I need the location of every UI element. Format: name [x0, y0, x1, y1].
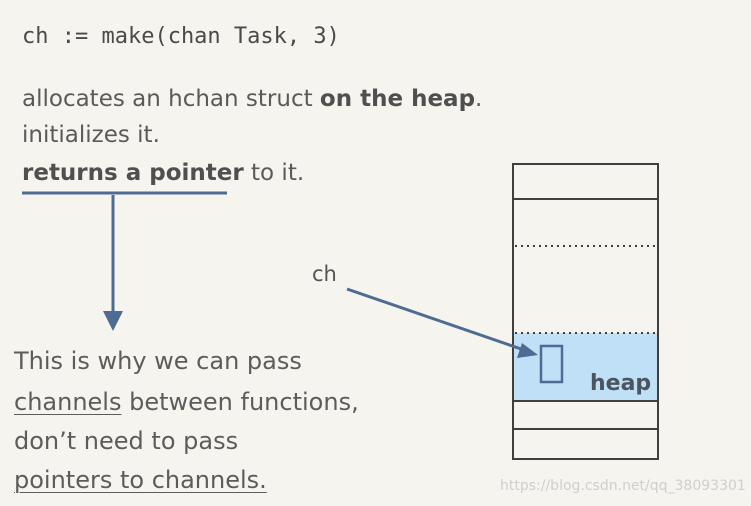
on-the-heap-text: on the heap	[319, 86, 476, 112]
explanation-line-3: don’t need to pass	[14, 427, 239, 455]
pointers-to-channels-text: pointers to channels.	[14, 466, 267, 494]
pointer-label: ch	[312, 262, 337, 286]
returns-a-pointer-text: returns a pointer	[22, 160, 244, 186]
heap-label: heap	[590, 371, 652, 396]
watermark: https://blog.csdn.net/qq_38093301	[500, 478, 746, 494]
period-text: .	[475, 86, 483, 112]
allocates-text: allocates an hchan struct	[22, 86, 320, 112]
pointer-arrow-shaft	[346, 287, 525, 352]
to-it-text: to it.	[243, 160, 305, 186]
description-line-initializes: initializes it.	[22, 122, 160, 148]
hchan-box	[539, 344, 564, 384]
down-arrow-head	[103, 311, 123, 331]
description-line-allocates: allocates an hchan struct on the heap.	[22, 86, 482, 112]
memory-column	[512, 163, 659, 460]
description-line-returns: returns a pointer to it.	[22, 160, 304, 186]
explanation-line-1: This is why we can pass	[14, 347, 302, 375]
channels-text: channels	[14, 388, 122, 416]
between-functions-text: between functions,	[121, 388, 359, 416]
explanation-line-2: channels between functions,	[14, 388, 359, 416]
code-line: ch := make(chan Task, 3)	[22, 24, 340, 49]
heap-region	[514, 333, 657, 401]
pointer-arrow-head	[517, 343, 538, 358]
